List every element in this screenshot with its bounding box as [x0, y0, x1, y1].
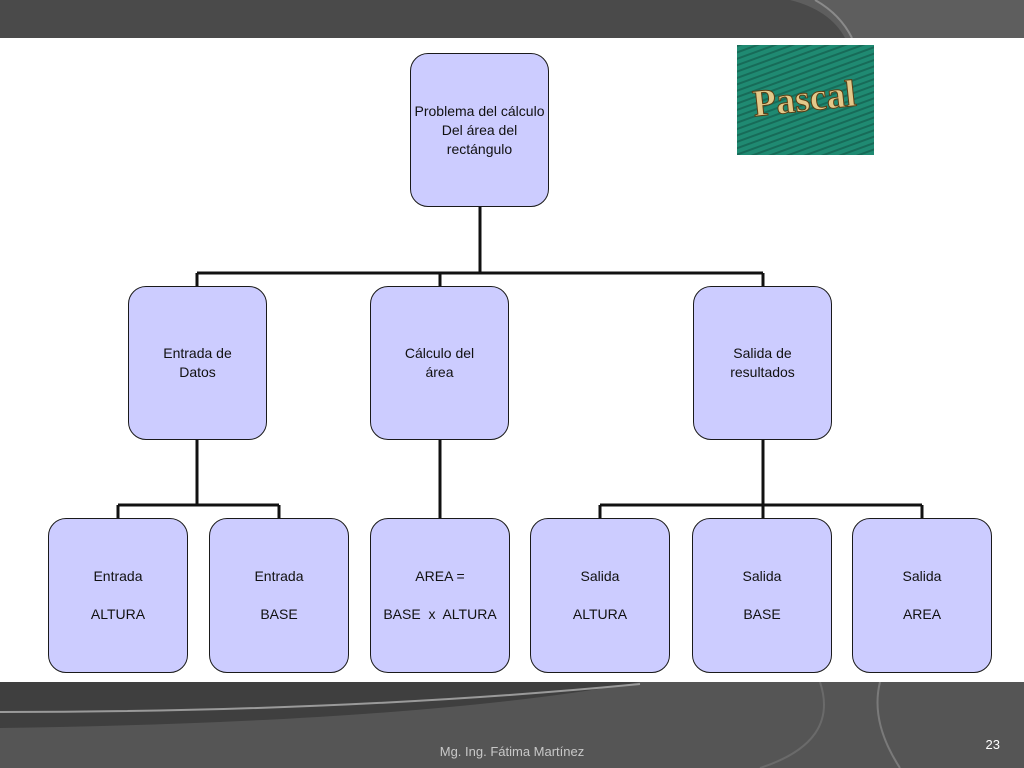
node-label-top: Salida: [580, 568, 620, 584]
node-salida-resultados: Salida de resultados: [693, 286, 832, 440]
node-label-bottom: AREA: [902, 606, 942, 622]
node-label-top: Entrada: [254, 568, 304, 584]
node-label: Entrada de Datos: [163, 345, 232, 380]
node-label-top: AREA =: [415, 568, 465, 584]
node-label-top: Entrada: [93, 568, 143, 584]
node-calculo-area: Cálculo del área: [370, 286, 509, 440]
root-node-label: Problema del cálculo Del área del rectán…: [414, 102, 545, 157]
pascal-logo-text: Pascal: [751, 73, 858, 126]
node-label-bottom: BASE: [743, 606, 781, 622]
node-label-top: Salida: [902, 568, 942, 584]
node-salida-area: Salida AREA: [852, 518, 992, 673]
root-node: Problema del cálculo Del área del rectán…: [410, 53, 549, 207]
node-label: Salida de resultados: [730, 345, 795, 380]
node-label-bottom: ALTURA: [90, 606, 146, 622]
top-swoosh: [790, 0, 1024, 38]
node-salida-altura: Salida ALTURA: [530, 518, 670, 673]
page-number: 23: [985, 737, 1000, 752]
node-area-formula: AREA = BASE x ALTURA: [370, 518, 510, 673]
node-entrada-altura: Entrada ALTURA: [48, 518, 188, 673]
node-entrada-base: Entrada BASE: [209, 518, 349, 673]
node-label-bottom: ALTURA: [572, 606, 628, 622]
bottom-decorative-band: [0, 682, 1024, 768]
node-entrada-datos: Entrada de Datos: [128, 286, 267, 440]
bottom-swoosh: [0, 682, 901, 768]
node-label-bottom: BASE: [260, 606, 298, 622]
node-label-bottom: BASE x ALTURA: [383, 606, 497, 622]
node-label-top: Salida: [742, 568, 782, 584]
node-salida-base: Salida BASE: [692, 518, 832, 673]
top-decorative-band: [0, 0, 1024, 38]
node-label: Cálculo del área: [404, 345, 475, 380]
pascal-logo: Pascal: [737, 45, 874, 155]
footer-author: Mg. Ing. Fátima Martínez: [439, 744, 585, 759]
